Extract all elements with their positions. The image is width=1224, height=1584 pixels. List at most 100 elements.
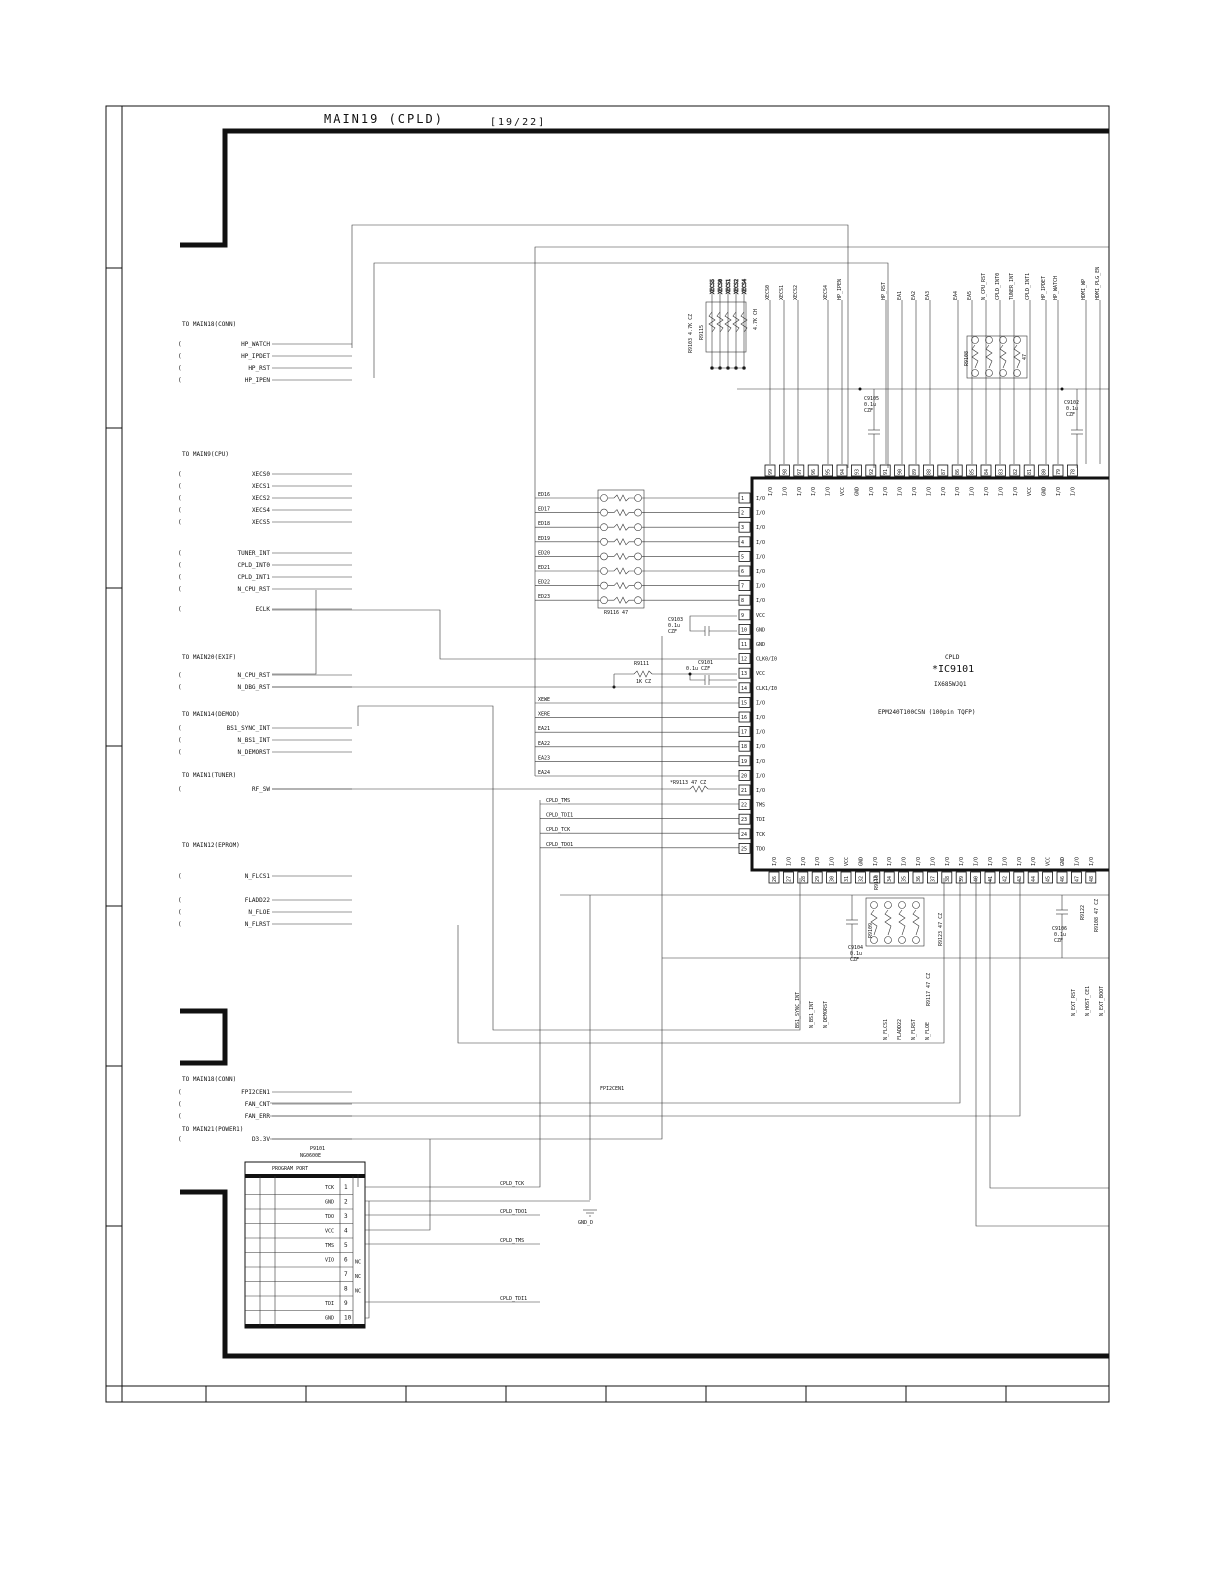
- conn-pin-number: 4: [344, 1228, 348, 1235]
- pin-number: 41: [988, 876, 994, 882]
- r9122-label: R9122: [1080, 905, 1086, 920]
- resistor-symbol: [724, 311, 732, 333]
- cpld-bottom-pins: 26I/O27I/O28I/O29I/O30I/O31VCC32GND33I/O…: [768, 857, 1097, 884]
- pin-number: 97: [797, 469, 803, 475]
- port-label: N_CPU_RST: [237, 672, 270, 679]
- top-net-label: HP_IPEN: [837, 279, 843, 300]
- bus-net-label: EA23: [538, 755, 550, 761]
- conn-pin-name: GND: [325, 1316, 334, 1322]
- pin-name: I/O: [782, 487, 788, 496]
- pin-box: [995, 464, 1006, 477]
- port-label: XECS0: [252, 471, 270, 478]
- pin-name: GND: [756, 627, 765, 633]
- resnet-pin: [999, 336, 1007, 344]
- pin-name: TCK: [756, 832, 765, 838]
- port-bracket: (: [178, 1089, 182, 1096]
- pin-number: 39: [959, 876, 965, 882]
- port-bracket: (: [178, 684, 182, 691]
- sheet-title: MAIN19 (CPLD): [324, 112, 444, 126]
- port-label: CPLD_INT0: [237, 562, 270, 569]
- pin-number: 9: [741, 613, 744, 619]
- resnet-pin: [999, 369, 1007, 377]
- pin-name: I/O: [1074, 857, 1080, 866]
- port-label: XECS2: [252, 495, 270, 502]
- top-net-label: HP_WATCH: [1053, 276, 1059, 300]
- pin-number: 16: [741, 715, 747, 721]
- pin-box: [908, 464, 920, 477]
- pin-box: [966, 464, 977, 477]
- pin-box: [1027, 871, 1039, 884]
- pin-number: 45: [1046, 876, 1052, 882]
- pin-number: 32: [858, 876, 864, 882]
- conn-pin-name: TCK: [325, 1185, 334, 1191]
- port-bracket: (: [178, 341, 182, 348]
- pin-name: I/O: [815, 857, 821, 866]
- top-net-label: XECS4: [823, 285, 829, 300]
- pin-number: 15: [741, 700, 747, 706]
- c9104-ref: C9104: [848, 945, 863, 951]
- resnet-pin: [971, 336, 979, 344]
- port-label: CPLD_INT1: [237, 574, 270, 581]
- port-label: N_FLOE: [248, 909, 270, 916]
- pin-box: [1042, 871, 1053, 884]
- r9123-label: R9123 47 CZ: [938, 913, 944, 946]
- pin-number: 24: [741, 832, 747, 838]
- pin-box: [879, 464, 891, 477]
- port-bracket: (: [178, 873, 182, 880]
- c9101-val: 0.1u CZF: [686, 666, 710, 672]
- resnet-pin: [600, 552, 608, 561]
- pin-name: I/O: [756, 569, 765, 575]
- r9110-label: R9110: [874, 875, 880, 890]
- pin-number: 7: [741, 584, 744, 590]
- resnet-pin: [870, 936, 878, 944]
- jtag-net-label: CPLD_TMS: [546, 798, 570, 804]
- port-bracket: (: [178, 574, 182, 581]
- resnet-net-label: XECS4: [742, 279, 748, 294]
- bottom-net-label: N_BS1_INT: [809, 1001, 815, 1028]
- r9109-label: R9109: [868, 923, 874, 938]
- port-bracket: (: [178, 909, 182, 916]
- pin-number: 19: [741, 759, 747, 765]
- bottom-net-label: N_HOST_CE1: [1085, 986, 1091, 1016]
- top-net-label: HDMI_WP: [1081, 279, 1087, 300]
- resnet-r9116-box: [597, 489, 645, 609]
- pin-name: I/O: [1070, 487, 1076, 496]
- pin-box: [738, 770, 751, 781]
- port-bracket: (: [178, 495, 182, 502]
- pin-name: I/O: [945, 857, 951, 866]
- r9115-value: 4.7K CH: [753, 309, 759, 330]
- pin-box: [738, 609, 751, 621]
- connector-wires: [357, 800, 590, 1319]
- program-port-title: PROGRAM PORT: [272, 1166, 308, 1172]
- resistor-symbol: [999, 344, 1007, 369]
- top-net-label: HDMI_PLG_EN: [1095, 267, 1101, 300]
- resistor-symbol: [912, 909, 920, 936]
- pin-box: [797, 871, 809, 884]
- top-net-label: EA2: [911, 291, 917, 300]
- pin-box: [807, 464, 819, 477]
- r9117-label: R9117 47 CZ: [926, 973, 932, 1006]
- gnd-symbol: GND_D: [578, 1209, 597, 1226]
- pin-name: I/O: [898, 487, 904, 496]
- pin-box: [951, 464, 963, 477]
- pin-name: TDI: [756, 817, 765, 823]
- pin-box: [1052, 464, 1064, 477]
- pin-box: [1071, 871, 1082, 884]
- resnet-pin: [912, 901, 920, 909]
- port-bracket: (: [178, 365, 182, 372]
- pin-number: 6: [741, 569, 744, 575]
- resnet-net-label: XECS0: [718, 279, 724, 294]
- pin-number: 8: [741, 598, 744, 604]
- pin-number: 87: [941, 469, 947, 475]
- pin-box: [738, 843, 751, 854]
- conn-pin-number: 3: [344, 1213, 348, 1220]
- pin-number: 44: [1031, 876, 1037, 882]
- resnet-pin: [884, 901, 892, 909]
- pin-box: [840, 871, 852, 884]
- port-label: HP_WATCH: [241, 341, 270, 348]
- bottom-net-label: N_FLCS1: [883, 1019, 889, 1040]
- resnet-pin: [884, 936, 892, 944]
